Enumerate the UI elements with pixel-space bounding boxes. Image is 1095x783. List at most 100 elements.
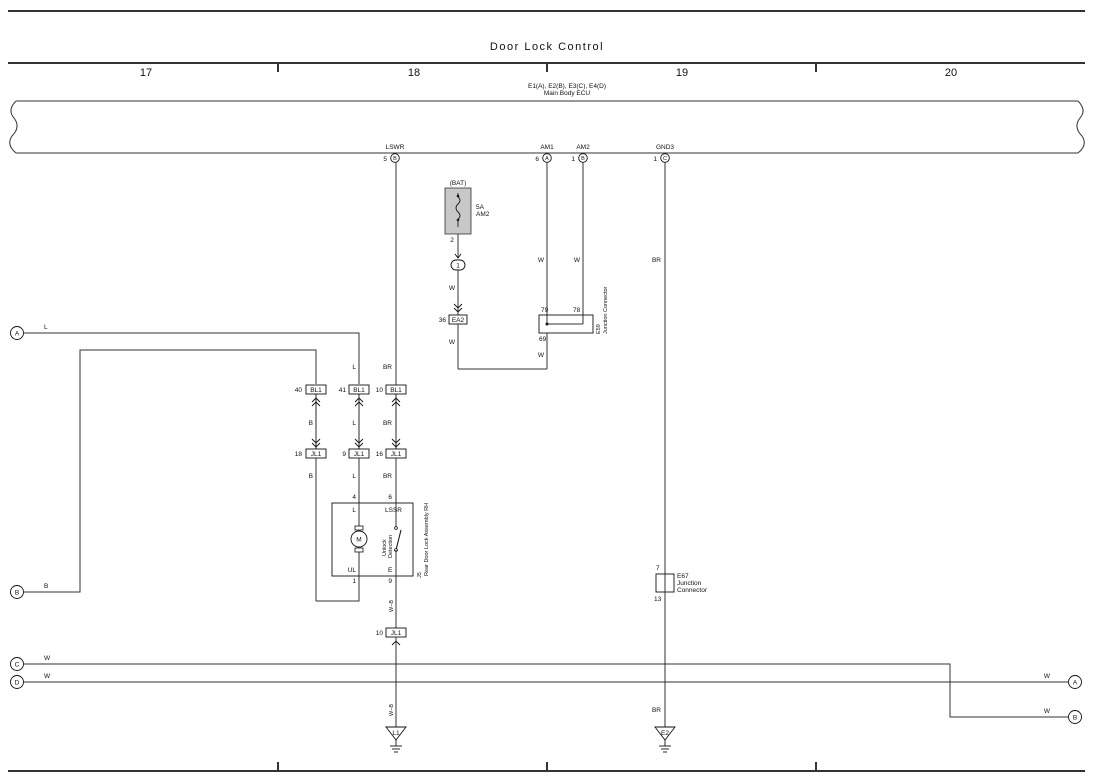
wire-color-label: W xyxy=(574,257,581,264)
wire-color-label: L xyxy=(44,324,48,331)
column-19: 19 xyxy=(676,67,688,79)
fuse-source: (BAT) xyxy=(450,180,467,187)
pin-am1-conn: A xyxy=(545,156,549,162)
e67-pin-top: 7 xyxy=(656,565,660,572)
unlock-switch-icon xyxy=(395,529,402,551)
wire-color-label: B xyxy=(309,473,313,480)
splice-node-num: 1 xyxy=(456,263,460,270)
offpage-a-right xyxy=(1068,675,1082,689)
pin-am2-conn: B xyxy=(581,156,585,162)
switch-label-unlock: Unlock xyxy=(382,539,388,556)
offpage-c-left xyxy=(10,657,24,671)
e59-id: E59 xyxy=(596,324,602,334)
j5-name: Rear Door Lock Assembly RH xyxy=(424,503,430,576)
offpage-a-right-label: A xyxy=(1073,680,1078,687)
jl1-c-id: JL1 xyxy=(391,451,402,458)
fuse-icon xyxy=(455,196,461,220)
offpage-c-left-label: C xyxy=(15,662,20,669)
pin-gnd3-name: GND3 xyxy=(656,144,674,151)
offpage-a-left xyxy=(10,326,24,340)
j5-pin-l: L xyxy=(352,507,356,514)
switch-label-detection: Detection xyxy=(388,535,394,558)
pin-am2-num: 1 xyxy=(571,156,575,163)
j5-pin-ul: UL xyxy=(348,567,357,574)
fuse-pin: 2 xyxy=(450,237,454,244)
wire-color-label: W xyxy=(1044,708,1051,715)
pin-gnd3-conn: C xyxy=(663,156,667,162)
j5-pin-l-num: 4 xyxy=(352,494,356,501)
jl1-b-pin: 9 xyxy=(342,451,346,458)
offpage-b-left xyxy=(10,585,24,599)
wire-color-label: W xyxy=(44,655,51,662)
e59-label: Junction Connector xyxy=(603,286,609,334)
rear-door-lock-assembly xyxy=(331,502,414,577)
e59-pin-b: 78 xyxy=(573,307,581,314)
wire-color-label: BR xyxy=(652,257,661,264)
wire-color-label: BR xyxy=(383,364,392,371)
column-20: 20 xyxy=(945,67,957,79)
ea2-id: EA2 xyxy=(452,317,465,324)
wire-color-label: L xyxy=(352,473,356,480)
j5-pin-e-num: 9 xyxy=(388,578,392,585)
pin-am2-name: AM2 xyxy=(576,144,590,151)
ecu-box xyxy=(9,100,1085,154)
wire-color-label: W xyxy=(449,339,456,346)
bl1-b-id: BL1 xyxy=(353,387,365,394)
e59-pin-c: 69 xyxy=(539,336,547,343)
bl1-c-pin: 10 xyxy=(376,387,384,394)
wire-color-label: W xyxy=(538,257,545,264)
wire-color-label: W xyxy=(449,285,456,292)
jl1-b-id: JL1 xyxy=(354,451,365,458)
ecu-name: Main Body ECU xyxy=(544,90,591,97)
motor-label: M xyxy=(356,537,361,544)
fuse-rating: 5A xyxy=(476,204,485,211)
jl1-a-pin: 18 xyxy=(295,451,303,458)
offpage-d-left-label: D xyxy=(15,680,20,687)
e59-pin-a: 79 xyxy=(541,307,549,314)
jl1-c-pin: 16 xyxy=(376,451,384,458)
pin-gnd3-num: 1 xyxy=(653,156,657,163)
j5-pin-lssr: LSSR xyxy=(385,507,402,514)
pin-am1-name: AM1 xyxy=(540,144,554,151)
offpage-d-left xyxy=(10,675,24,689)
ea2-pin: 36 xyxy=(439,317,447,324)
jl1-d-id: JL1 xyxy=(391,630,402,637)
pin-lswr-marker xyxy=(390,153,400,163)
offpage-b-right-label: B xyxy=(1073,715,1077,722)
wire-color-label: W xyxy=(44,673,51,680)
wire-color-label: BR xyxy=(652,707,661,714)
e67-label2: Connector xyxy=(677,587,708,594)
e67-id: E67 xyxy=(677,573,689,580)
wire-color-label: W xyxy=(538,352,545,359)
ecu-connectors: E1(A), E2(B), E3(C), E4(D) xyxy=(528,83,606,90)
wire-color-label: BR xyxy=(383,473,392,480)
wire-color-label: B xyxy=(44,583,48,590)
wire-color-label: BR xyxy=(383,420,392,427)
offpage-b-left-label: B xyxy=(15,590,19,597)
offpage-b-right xyxy=(1068,710,1082,724)
column-18: 18 xyxy=(408,67,420,79)
wire-color-label: W−B xyxy=(389,600,395,612)
wire-color-label: L xyxy=(352,420,356,427)
pin-lswr-num: 5 xyxy=(383,156,387,163)
pin-lswr-conn: B xyxy=(393,156,397,162)
fuse-name: AM2 xyxy=(476,211,490,218)
e67-label1: Junction xyxy=(677,580,702,587)
ea2-connector-arrow xyxy=(453,303,463,313)
fuse-arrow xyxy=(454,253,462,259)
bl1-a-pin: 40 xyxy=(295,387,303,394)
column-ticks xyxy=(277,63,817,771)
ground-e2-icon xyxy=(654,726,676,741)
pin-am1-num: 6 xyxy=(535,156,539,163)
bl1-a-id: BL1 xyxy=(310,387,322,394)
wire-color-label: W xyxy=(1044,673,1051,680)
j5-pin-lssr-num: 6 xyxy=(388,494,392,501)
jl1-d-pin: 10 xyxy=(376,630,384,637)
bl1-jl1-arrows xyxy=(311,394,401,449)
e67-pin-bottom: 13 xyxy=(654,596,662,603)
j5-pin-ul-num: 1 xyxy=(352,578,356,585)
column-17: 17 xyxy=(140,67,152,79)
ground-e2-label: E2 xyxy=(661,730,669,737)
bl1-c-id: BL1 xyxy=(390,387,402,394)
